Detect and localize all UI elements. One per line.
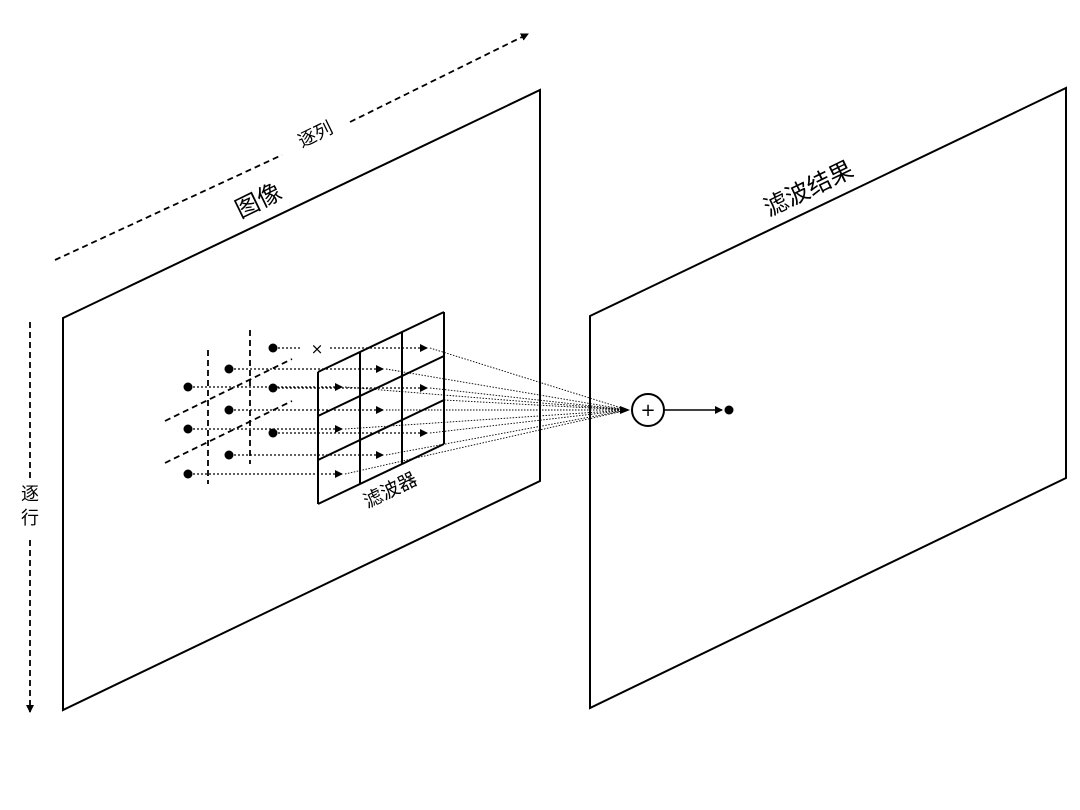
pixel-dot bbox=[268, 383, 278, 393]
sum-symbol: + bbox=[640, 400, 655, 421]
column-scan-label: 逐列 bbox=[295, 118, 337, 153]
row-scan-label-bottom: 行 bbox=[21, 508, 39, 529]
image-panel bbox=[62, 88, 541, 712]
image-panel-title: 图像 bbox=[231, 178, 286, 224]
sum-input-arrowhead bbox=[620, 406, 630, 414]
row-scan-label-top: 逐 bbox=[21, 484, 39, 505]
result-panel bbox=[589, 86, 1067, 710]
column-scan-arrow bbox=[54, 33, 529, 261]
pixel-samples bbox=[183, 343, 428, 479]
pixel-dot bbox=[224, 364, 234, 374]
pixel-dot bbox=[183, 469, 193, 479]
pixel-dot bbox=[183, 382, 193, 392]
pixel-dot bbox=[224, 405, 234, 415]
pixel-dot bbox=[183, 424, 193, 434]
pixel-dot bbox=[268, 343, 278, 353]
pixel-dot bbox=[268, 428, 278, 438]
filter-label: 滤波器 bbox=[360, 468, 421, 513]
scan-guide-lines bbox=[164, 330, 293, 484]
skip-mark: × bbox=[311, 340, 324, 358]
pixel-dot bbox=[224, 450, 234, 460]
filter-to-sum-lines bbox=[344, 347, 629, 475]
output-pixel-dot bbox=[724, 405, 734, 415]
filter-grid bbox=[317, 311, 445, 505]
